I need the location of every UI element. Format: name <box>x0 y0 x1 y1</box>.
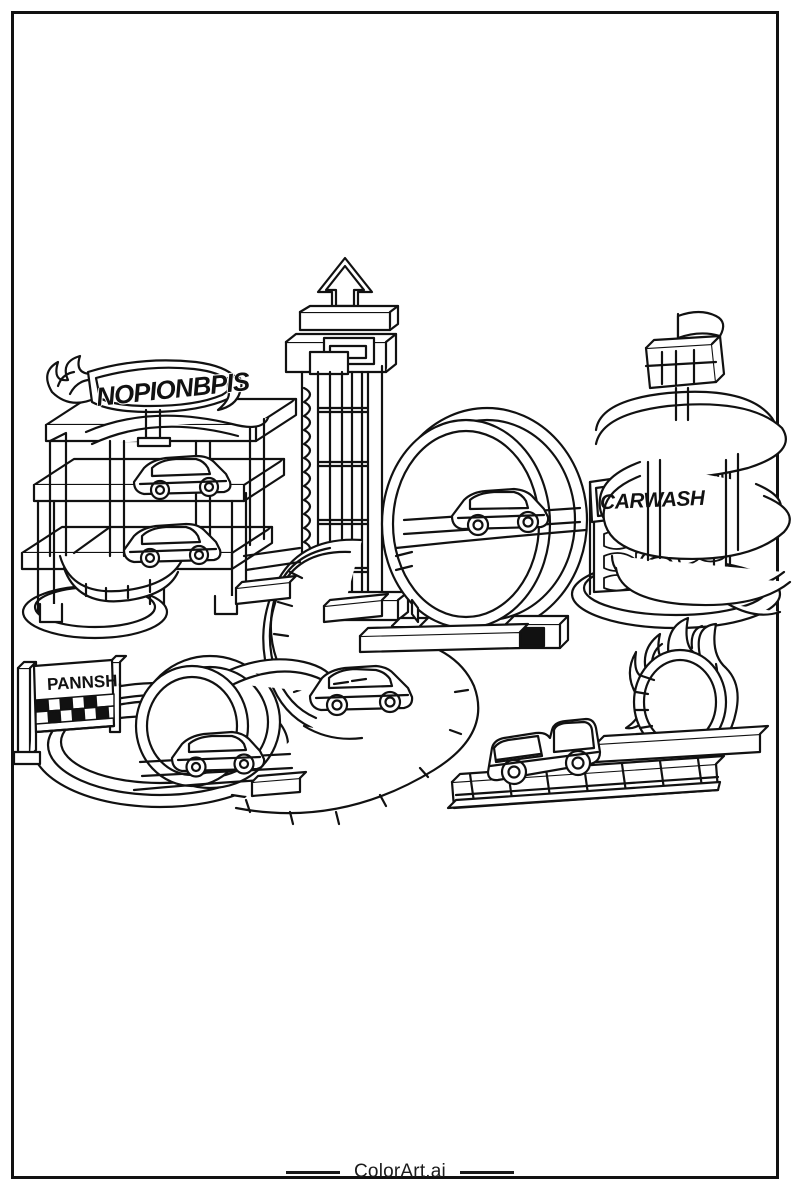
watermark-left-rule <box>286 1170 341 1174</box>
page-border <box>11 11 779 1179</box>
watermark-text: ColorArt.ai <box>354 1161 446 1182</box>
carwash-sign-text: CARWASH <box>599 486 706 515</box>
watermark-right-rule <box>459 1170 514 1174</box>
footer-watermark: ColorArt.ai <box>0 1152 800 1192</box>
finish-banner-text: PANNSH. <box>46 671 123 694</box>
